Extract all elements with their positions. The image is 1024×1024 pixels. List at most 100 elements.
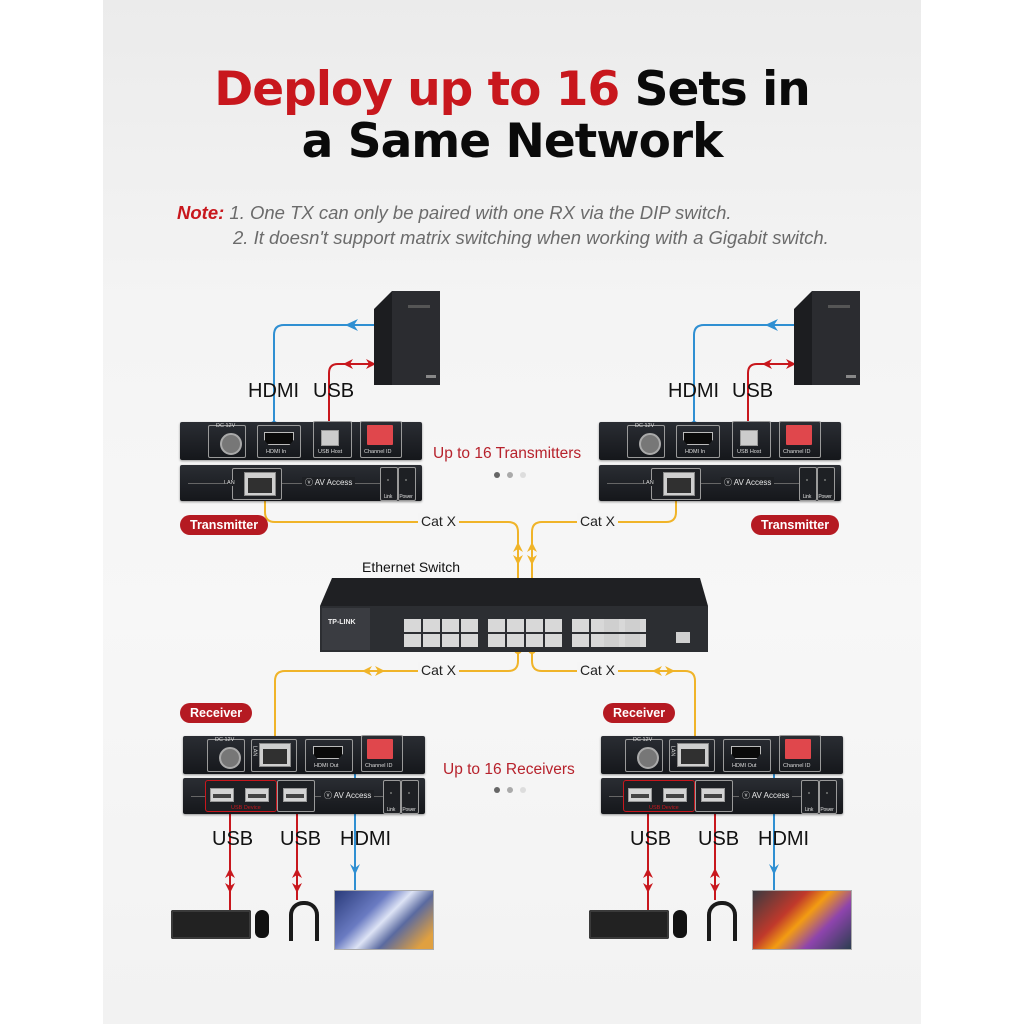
hdmi-port-icon xyxy=(683,432,713,445)
tx-right-power-label: Power xyxy=(818,494,832,500)
dip-switch-icon xyxy=(786,425,812,445)
mouse-icon xyxy=(673,910,687,938)
rx-right-front-panel: DC 12V LAN HDMI Out Channel ID xyxy=(601,735,843,774)
rx-right-hdmi-label: HDMI xyxy=(758,828,810,850)
switch-combo-port xyxy=(625,619,640,632)
switch-port xyxy=(591,619,608,632)
rx-carousel-dots[interactable] xyxy=(494,787,526,793)
tv-monitor-icon xyxy=(752,890,852,950)
rx-right-hdmi-port-label: HDMI Out xyxy=(732,763,757,769)
brand-label: AV Access xyxy=(733,478,772,487)
rj45-port-icon xyxy=(663,472,695,496)
tx-carousel-dots[interactable] xyxy=(494,472,526,478)
rx-right-link-label: Link xyxy=(804,807,814,813)
rx-caption: Up to 16 Receivers xyxy=(443,761,575,778)
tx-right-back-panel: LAN ⓥ AV Access Link Power xyxy=(599,465,841,501)
hdmi-port-icon xyxy=(313,746,343,759)
brand-label: AV Access xyxy=(333,791,372,800)
dc-jack-icon xyxy=(637,747,659,769)
carousel-dot-1[interactable] xyxy=(494,787,500,793)
headset-icon xyxy=(707,901,737,941)
rx-left-front-panel: DC 12V LAN HDMI Out Channel ID xyxy=(183,735,425,774)
switch-port xyxy=(545,634,562,647)
tx-left-dc-label: DC 12V xyxy=(216,423,236,429)
switch-port xyxy=(423,634,440,647)
tx-left-link-label: Link xyxy=(383,494,393,500)
cat-wire-rx-left xyxy=(274,650,519,740)
switch-port xyxy=(526,634,543,647)
rx-left-power-label: Power xyxy=(402,807,416,813)
dip-switch-icon xyxy=(367,425,393,445)
tx-left-back-panel: LAN ⓥ AV Access Link Power xyxy=(180,465,422,501)
tx-right-usb-port-label: USB Host xyxy=(737,449,762,455)
power-led-icon xyxy=(405,479,407,481)
hdmi-port-icon xyxy=(264,432,294,445)
rx-left-hdmi-port-label: HDMI Out xyxy=(314,763,339,769)
headline-line-2: a Same Network xyxy=(301,114,724,169)
tx-left-brand: ⓥ AV Access xyxy=(302,477,356,488)
rx-right-brand: ⓥ AV Access xyxy=(739,790,793,801)
link-led-icon xyxy=(387,479,389,481)
rx-right-back-panel: USB Device ⓥ AV Access Link Power xyxy=(601,778,843,814)
dip-switch-icon xyxy=(367,739,393,759)
usb-a-port-icon xyxy=(628,788,652,802)
tx-left-hdmi-label: HDMI xyxy=(248,380,300,402)
tx-right-hdmi-wire xyxy=(693,324,796,425)
rx-left-usb-label-1: USB xyxy=(212,828,254,850)
switch-port xyxy=(442,634,459,647)
background-panel xyxy=(103,0,921,1024)
cat-label-top-right: Cat X xyxy=(577,513,619,529)
rx-left-usb-label-2: USB xyxy=(280,828,322,850)
power-led-icon xyxy=(824,479,826,481)
tx-right-usb-label: USB xyxy=(732,380,774,402)
tx-left-hdmi-arrow xyxy=(345,319,358,331)
hdmi-port-icon xyxy=(731,746,761,759)
carousel-dot-2[interactable] xyxy=(507,787,513,793)
carousel-dot-1[interactable] xyxy=(494,472,500,478)
usb-a-port-icon xyxy=(283,788,307,802)
dc-jack-icon xyxy=(219,747,241,769)
rx-left-dip-label: Channel ID xyxy=(365,763,393,769)
rx-left-usb-device-label: USB Device xyxy=(231,805,261,811)
switch-brand: TP-LINK xyxy=(328,619,356,626)
carousel-dot-3[interactable] xyxy=(520,472,526,478)
usb-a-port-icon xyxy=(245,788,269,802)
switch-combo-port xyxy=(604,619,619,632)
rj45-port-icon xyxy=(244,472,276,496)
tx-left-badge: Transmitter xyxy=(180,515,269,535)
rj45-port-icon xyxy=(259,743,291,767)
rx-right-usb-device-label: USB Device xyxy=(649,805,679,811)
carousel-dot-2[interactable] xyxy=(507,472,513,478)
note-item-2: 2. It doesn't support matrix switching w… xyxy=(233,227,829,248)
switch-port xyxy=(404,634,421,647)
tx-right-dip-label: Channel ID xyxy=(783,449,811,455)
power-led-icon xyxy=(408,792,410,794)
switch-port xyxy=(461,634,478,647)
tx-right-dc-label: DC 12V xyxy=(635,423,655,429)
tx-left-usb-wire xyxy=(328,363,376,425)
switch-port xyxy=(488,619,505,632)
dc-jack-icon xyxy=(639,433,661,455)
switch-port xyxy=(507,634,524,647)
tx-caption: Up to 16 Transmitters xyxy=(433,445,582,462)
brand-label: AV Access xyxy=(751,791,790,800)
dc-jack-icon xyxy=(220,433,242,455)
link-led-icon xyxy=(390,792,392,794)
tx-left-front-panel: DC 12V HDMI In USB Host Channel ID xyxy=(180,421,422,460)
switch-ports xyxy=(404,619,690,647)
rx-right-usb-label-2: USB xyxy=(698,828,740,850)
power-led-icon xyxy=(826,792,828,794)
tx-right-lan-label: LAN xyxy=(643,480,654,486)
switch-port xyxy=(507,619,524,632)
pc-tower-right xyxy=(794,291,860,385)
dip-switch-icon xyxy=(785,739,811,759)
headline-line-1: Deploy up to 16 Sets in xyxy=(103,64,921,116)
tx-left-dip-label: Channel ID xyxy=(364,449,392,455)
tx-right-hdmi-label: HDMI xyxy=(668,380,720,402)
brand-label: AV Access xyxy=(314,478,353,487)
switch-port xyxy=(572,634,589,647)
rx-left-back-panel: USB Device ⓥ AV Access Link Power xyxy=(183,778,425,814)
carousel-dot-3[interactable] xyxy=(520,787,526,793)
switch-port xyxy=(461,619,478,632)
cat-label-top-left: Cat X xyxy=(418,513,460,529)
